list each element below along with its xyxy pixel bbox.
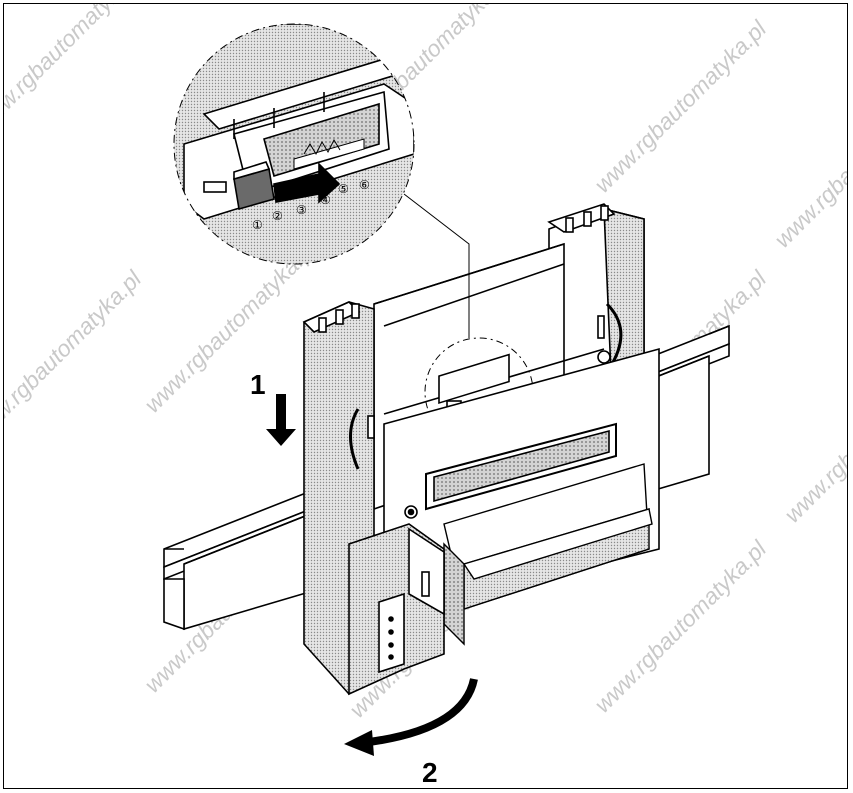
position-marker: ④ (320, 193, 331, 207)
watermark-text: www.rgbautomatyka.pl (4, 4, 152, 138)
position-marker: ③ (296, 203, 307, 217)
step-2-arrow: 2 (344, 678, 478, 788)
mounting-diagram: www.rgbautomatyka.pl www.rgbautomatyka.p… (4, 4, 848, 788)
position-marker: ⑤ (338, 182, 349, 196)
position-marker: ⑥ (359, 178, 370, 192)
step-1-arrow: 1 (250, 369, 296, 446)
watermark-text: www.rgbautomatyka.pl (769, 70, 848, 253)
watermark-text: www.rgbautomatyka.pl (4, 265, 147, 448)
screw-terminal-strip (443, 463, 653, 646)
figure-frame: www.rgbautomatyka.pl www.rgbautomatyka.p… (3, 3, 848, 789)
position-marker: ① (252, 218, 263, 232)
step-1-label: 1 (250, 369, 266, 400)
callout-line (403, 193, 470, 338)
watermark-text: www.rgbautomatyka.pl (589, 535, 772, 718)
step-2-label: 2 (422, 757, 438, 788)
position-marker: ② (272, 209, 283, 223)
watermark-text: www.rgbautomatyka.pl (779, 345, 848, 528)
sub-d-connector-module (348, 523, 445, 696)
watermark-text: www.rgbautomatyka.pl (589, 15, 772, 198)
